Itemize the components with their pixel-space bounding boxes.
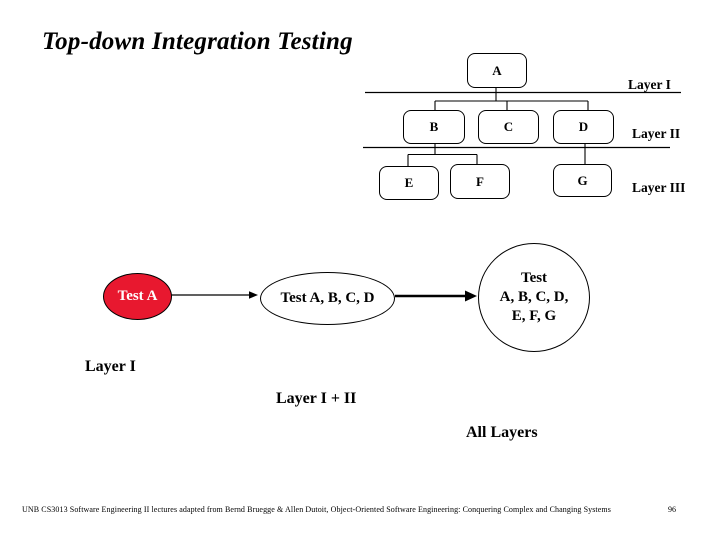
tree-node-b: B bbox=[403, 110, 465, 144]
test-all-line2: A, B, C, D, bbox=[499, 289, 569, 306]
tree-node-g: G bbox=[553, 164, 612, 197]
test-abcd-ellipse: Test A, B, C, D bbox=[260, 272, 395, 325]
test-a-label: Test A bbox=[117, 288, 158, 304]
tree-node-c: C bbox=[478, 110, 539, 144]
caption-layer-1: Layer I bbox=[85, 358, 136, 375]
tree-node-f: F bbox=[450, 164, 510, 199]
tree-node-d: D bbox=[553, 110, 614, 144]
slide-title: Top-down Integration Testing bbox=[42, 28, 353, 55]
flow-arrow-1 bbox=[170, 291, 258, 299]
test-all-circle: Test A, B, C, D, E, F, G bbox=[478, 243, 590, 352]
layer-1-label: Layer I bbox=[628, 77, 671, 92]
test-all-line3: E, F, G bbox=[511, 307, 557, 324]
flow-arrow-2 bbox=[395, 290, 477, 302]
tree-node-e: E bbox=[379, 166, 439, 200]
layer-3-label: Layer III bbox=[632, 180, 686, 195]
test-a-ellipse: Test A bbox=[103, 273, 172, 320]
caption-layer-1-2: Layer I + II bbox=[276, 390, 357, 407]
test-all-line1: Test bbox=[520, 270, 548, 287]
tree-node-a: A bbox=[467, 53, 527, 88]
footer-attribution: UNB CS3013 Software Engineering II lectu… bbox=[22, 505, 611, 514]
layer-2-label: Layer II bbox=[632, 126, 681, 141]
page-number: 96 bbox=[668, 505, 676, 514]
test-abcd-label: Test A, B, C, D bbox=[280, 290, 375, 306]
caption-all-layers: All Layers bbox=[466, 424, 538, 441]
